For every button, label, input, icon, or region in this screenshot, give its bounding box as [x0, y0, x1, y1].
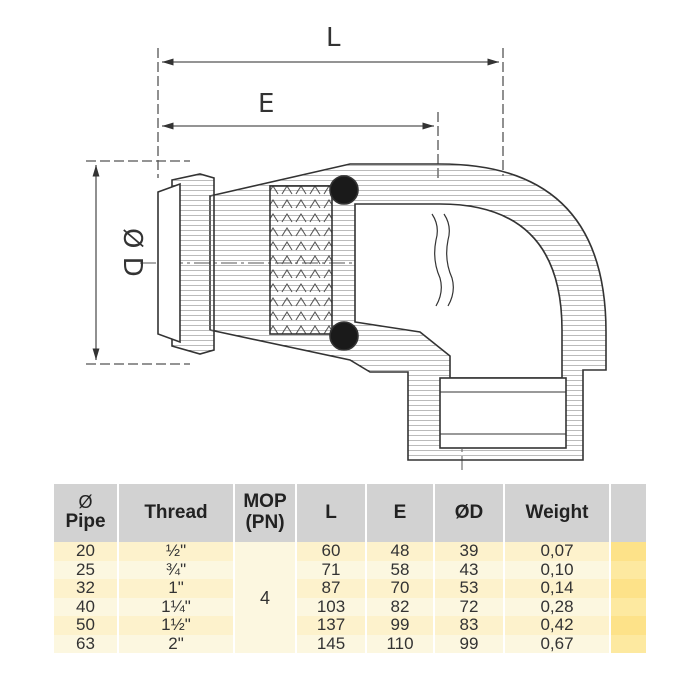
header-thread: Thread	[118, 484, 235, 542]
header-weight: Weight	[504, 484, 611, 542]
cell-mop: 4	[234, 542, 297, 653]
cell-weight: 0,28	[504, 597, 611, 616]
table-row: 40 1¼" 103 82 72 0,28	[54, 597, 646, 616]
cell-pipe: 20	[54, 542, 119, 561]
cell-thread: 1¼"	[118, 597, 235, 616]
cell-pipe: 63	[54, 634, 119, 653]
cell-L: 137	[296, 616, 367, 635]
cell-weight: 0,07	[504, 542, 611, 561]
cell-thread: 2"	[118, 634, 235, 653]
cell-L: 87	[296, 579, 367, 598]
table-row: 50 1½" 137 99 83 0,42	[54, 616, 646, 635]
header-L: L	[296, 484, 367, 542]
cell-D: 43	[434, 560, 505, 579]
elbow-fitting-drawing: L E Ø D	[86, 23, 607, 470]
table-row: 20 ½" 4 60 48 39 0,07	[54, 542, 646, 653]
cell-L: 145	[296, 634, 367, 653]
cell-E: 82	[366, 597, 435, 616]
header-pipe-symbol: Ø	[78, 491, 93, 512]
cell-E: 48	[366, 542, 435, 561]
dimension-label-D: Ø D	[117, 228, 147, 277]
cell-thread: 1½"	[118, 616, 235, 635]
cell-thread: ½"	[118, 542, 235, 561]
cell-L: 103	[296, 597, 367, 616]
table-row: 32 1" 87 70 53 0,14	[54, 579, 646, 598]
cell-pipe: 40	[54, 597, 119, 616]
header-E: E	[366, 484, 435, 542]
dimension-label-E: E	[258, 89, 274, 119]
cell-swatch	[610, 579, 646, 598]
cell-pipe: 50	[54, 616, 119, 635]
cell-weight: 0,42	[504, 616, 611, 635]
dimension-label-L: L	[326, 23, 341, 53]
cell-weight: 0,10	[504, 560, 611, 579]
cell-pipe: 32	[54, 579, 119, 598]
cell-D: 39	[434, 542, 505, 561]
cell-D: 72	[434, 597, 505, 616]
table-header-row: Ø Pipe Thread MOP (PN) L E ØD Weight	[54, 484, 646, 542]
cell-pipe: 25	[54, 560, 119, 579]
cell-D: 99	[434, 634, 505, 653]
cell-E: 110	[366, 634, 435, 653]
fitting-body	[157, 163, 607, 461]
cell-E: 70	[366, 579, 435, 598]
cell-E: 99	[366, 616, 435, 635]
cell-D: 53	[434, 579, 505, 598]
header-pipe-label: Pipe	[65, 511, 106, 533]
cell-swatch	[610, 616, 646, 635]
cell-weight: 0,14	[504, 579, 611, 598]
cell-L: 71	[296, 560, 367, 579]
header-mop: MOP (PN)	[234, 484, 297, 542]
cell-swatch	[610, 634, 646, 653]
table-row: 63 2" 145 110 99 0,67	[54, 634, 646, 653]
cell-E: 58	[366, 560, 435, 579]
header-blank	[610, 484, 646, 542]
header-pipe: Ø Pipe	[54, 484, 119, 542]
table-row: 25 ¾" 71 58 43 0,10	[54, 560, 646, 579]
cell-weight: 0,67	[504, 634, 611, 653]
cell-L: 60	[296, 542, 367, 561]
cell-swatch	[610, 542, 646, 561]
cell-swatch	[610, 560, 646, 579]
cell-thread: 1"	[118, 579, 235, 598]
cell-D: 83	[434, 616, 505, 635]
cell-thread: ¾"	[118, 560, 235, 579]
specification-table: Ø Pipe Thread MOP (PN) L E ØD Weight 20 …	[54, 484, 646, 653]
cell-swatch	[610, 597, 646, 616]
header-D: ØD	[434, 484, 505, 542]
